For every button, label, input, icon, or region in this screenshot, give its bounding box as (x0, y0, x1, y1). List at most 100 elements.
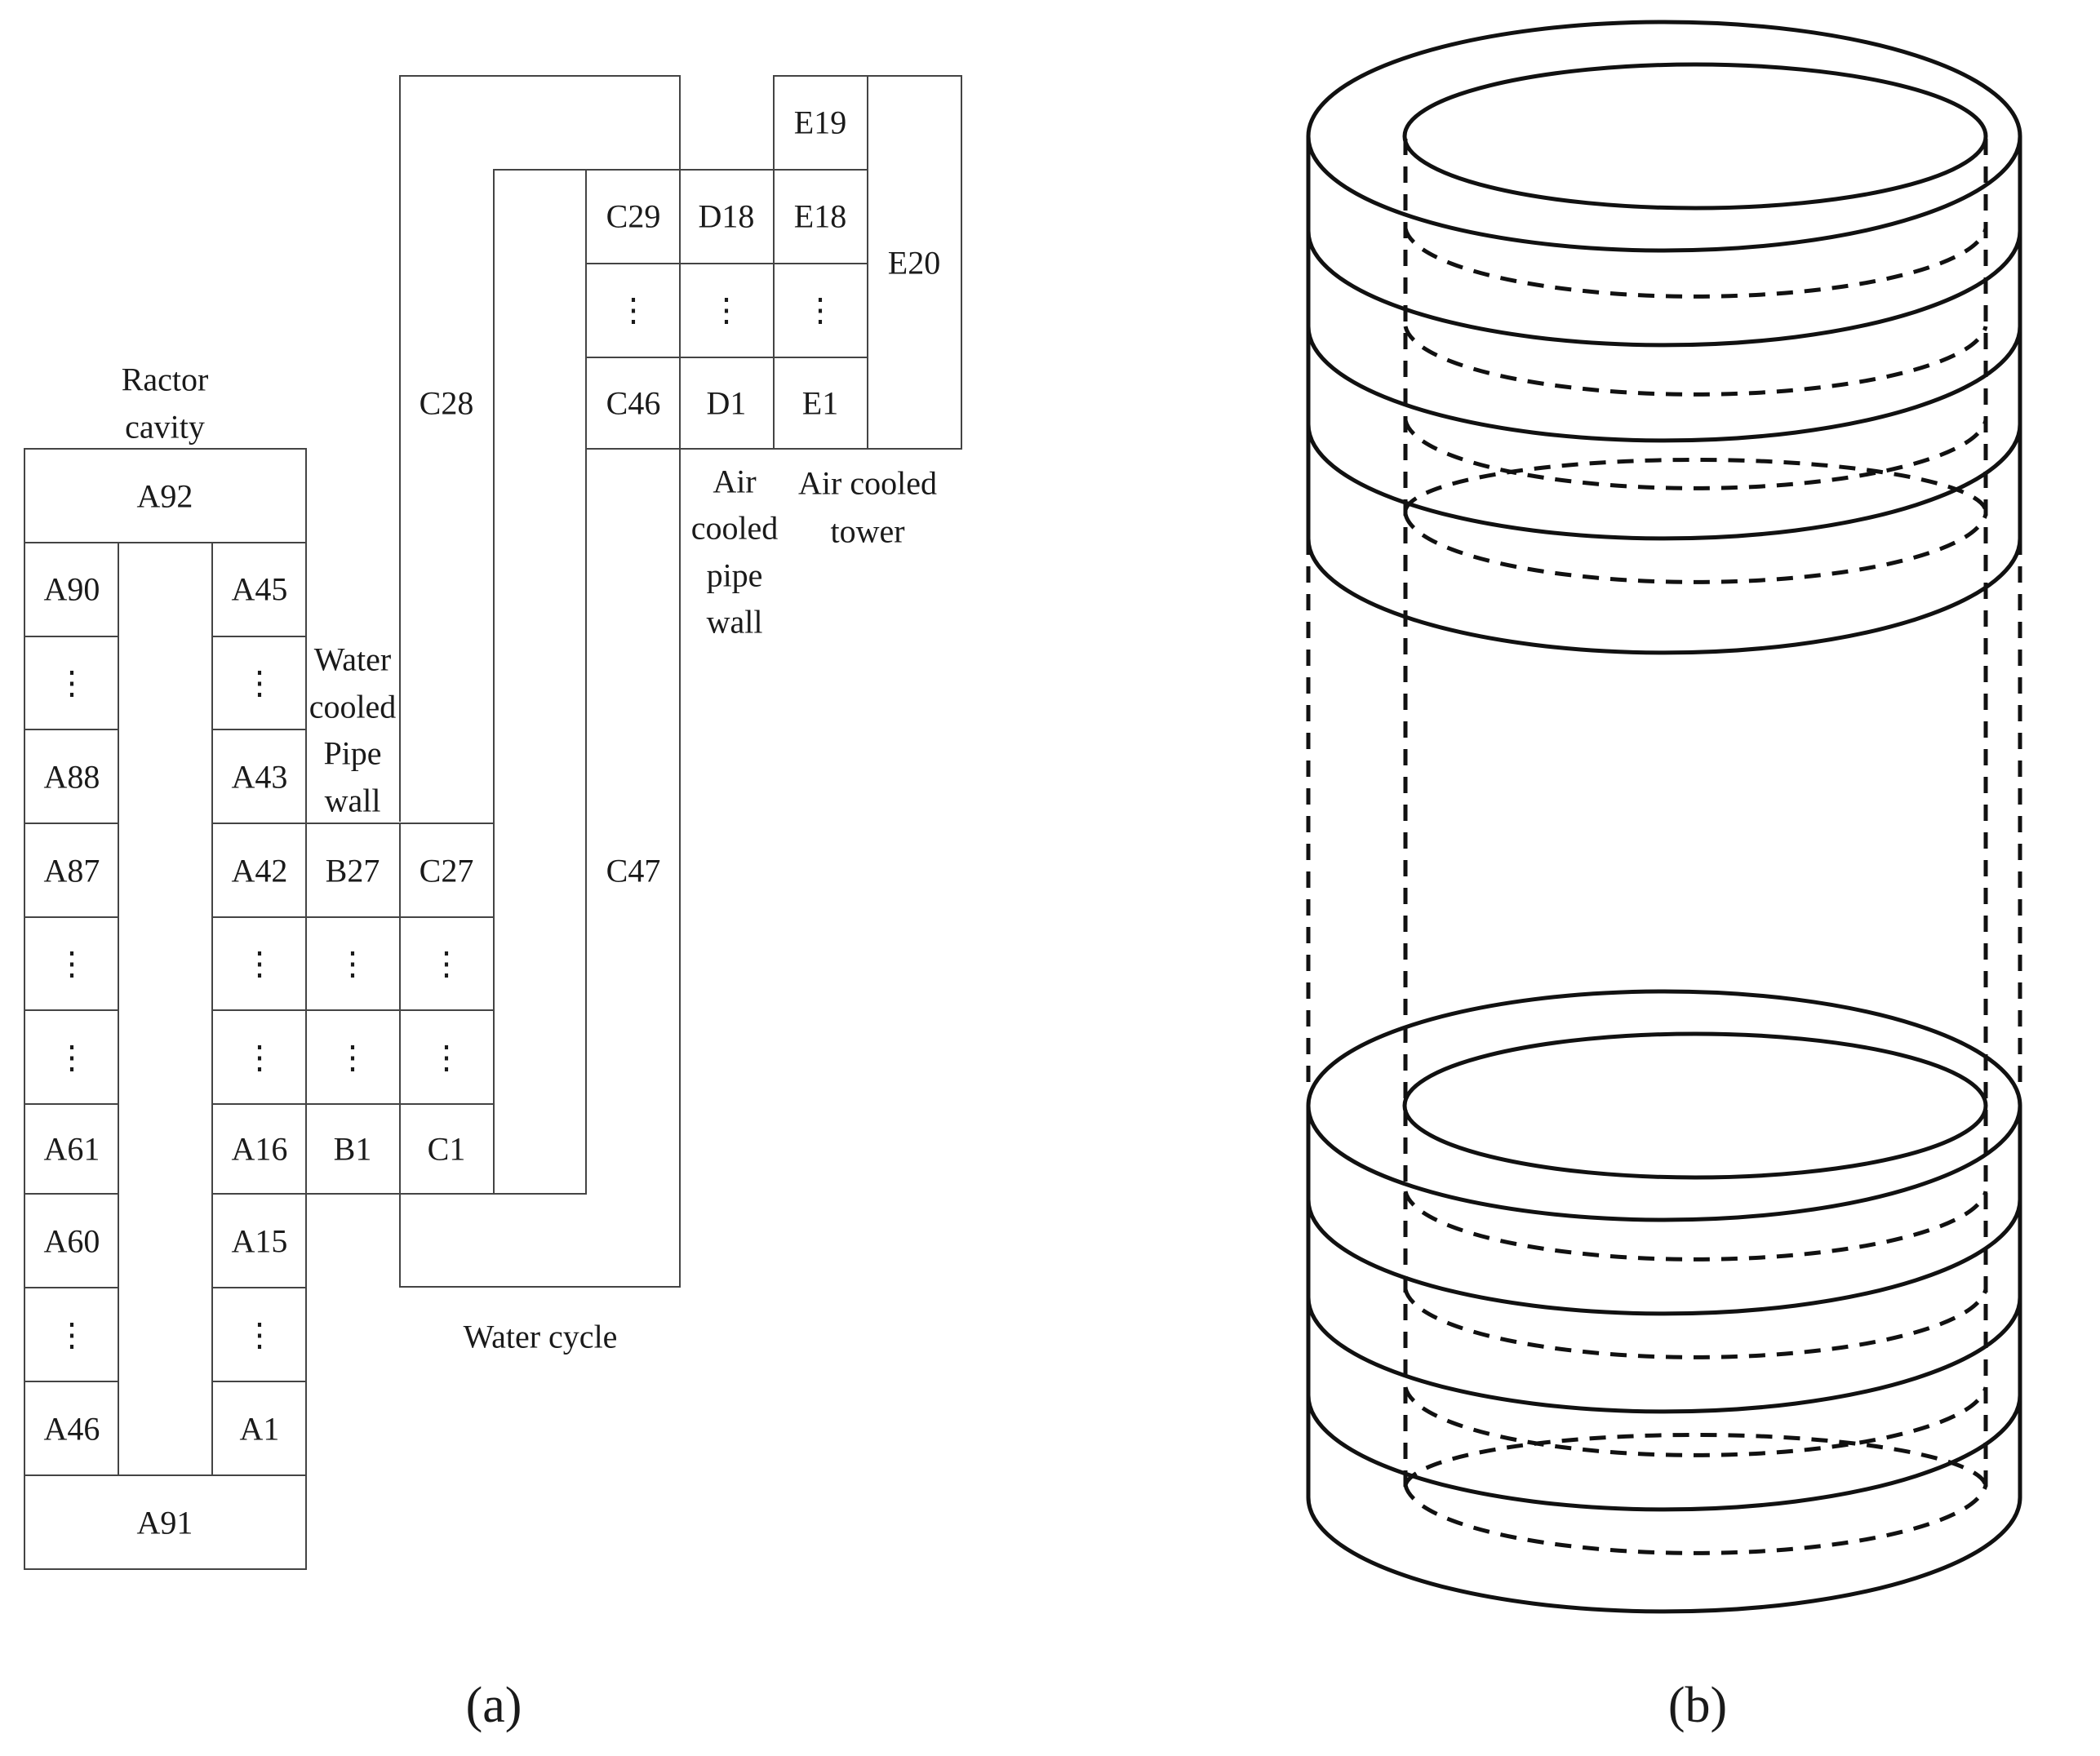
label-ellipsis: ⋮ (430, 1040, 463, 1076)
label-e20: E20 (888, 245, 940, 282)
bottom-ring-stack (1306, 989, 2022, 1614)
label-c47: C47 (606, 853, 661, 889)
label-a43: A43 (232, 759, 288, 796)
top-inner-dashed-3 (1403, 419, 1988, 490)
cell-e18 (773, 169, 868, 264)
label-ellipsis: ⋮ (617, 292, 650, 329)
label-water-cooled-line3: Pipe (323, 735, 381, 772)
label-c28: C28 (420, 385, 474, 422)
label-a46: A46 (44, 1411, 100, 1448)
label-e19: E19 (794, 104, 846, 141)
cell-a90 (24, 542, 119, 637)
cell-a91 (24, 1474, 307, 1570)
cell-ellipsis (211, 1009, 307, 1105)
bottom-stack-outer-top (1306, 989, 2022, 1222)
label-air-cooled-tower-line1: Air cooled (798, 465, 937, 502)
label-ellipsis: ⋮ (243, 665, 276, 702)
label-water-cooled-line4: wall (325, 783, 381, 819)
label-ellipsis: ⋮ (243, 946, 276, 982)
cell-ellipsis (211, 916, 307, 1011)
label-air-cooled-pipe-line2: cooled (691, 510, 779, 547)
label-a16: A16 (232, 1131, 288, 1168)
label-air-cooled-pipe-line1: Air (713, 463, 756, 500)
bottom-inner-dashed-top (1403, 1432, 1988, 1486)
label-ellipsis: ⋮ (804, 292, 837, 329)
label-ellipsis: ⋮ (336, 946, 369, 982)
cell-ellipsis (211, 636, 307, 730)
label-e18: E18 (794, 198, 846, 235)
top-inner-dashed-4 (1403, 513, 1988, 584)
cell-ellipsis (399, 1009, 495, 1105)
cell-ellipsis (305, 1009, 401, 1105)
bottom-inner-dashed-3 (1403, 1386, 1988, 1457)
top-inner-dashed-1 (1403, 228, 1988, 299)
cell-ellipsis (24, 1009, 119, 1105)
label-c1: C1 (428, 1131, 466, 1168)
label-ellipsis: ⋮ (55, 1317, 88, 1354)
label-ellipsis: ⋮ (336, 1040, 369, 1076)
top-stack-inner-top (1402, 62, 1988, 211)
panel-a-node-diagram: A92 A90 ⋮ A88 A87 ⋮ ⋮ A61 A60 ⋮ A46 A91 … (24, 75, 962, 1733)
label-air-cooled-tower-line2: tower (830, 513, 904, 550)
cell-a16 (211, 1103, 307, 1195)
cell-ellipsis (211, 1287, 307, 1382)
label-a92: A92 (137, 478, 193, 515)
cell-a1 (211, 1381, 307, 1476)
label-a90: A90 (44, 571, 100, 608)
label-a15: A15 (232, 1223, 288, 1260)
label-b1: B1 (334, 1131, 372, 1168)
label-ellipsis: ⋮ (55, 665, 88, 702)
cell-a92 (24, 448, 307, 543)
column-c (399, 823, 495, 1195)
column-b (305, 823, 401, 1195)
cell-a61 (24, 1103, 119, 1195)
cell-ellipsis (679, 263, 775, 358)
label-ellipsis: ⋮ (430, 946, 463, 982)
cell-e20 (867, 75, 962, 450)
cell-c29 (585, 169, 681, 264)
label-water-cooled-line2: cooled (309, 689, 397, 725)
label-ellipsis: ⋮ (55, 946, 88, 982)
upper-right-grid (585, 75, 962, 450)
label-air-cooled-pipe-line4: wall (707, 604, 763, 641)
top-stack-outer-top (1306, 20, 2022, 253)
top-ring-band-1 (1306, 230, 2022, 348)
label-water-cycle: Water cycle (464, 1319, 618, 1355)
region-labels: Ractor cavity Water cooled Pipe wall Air… (122, 361, 937, 1355)
label-c46: C46 (606, 385, 661, 422)
cell-ellipsis (24, 916, 119, 1011)
cell-a45 (211, 542, 307, 637)
label-c27: C27 (420, 853, 474, 889)
bottom-ring-band-4 (1306, 1497, 2022, 1614)
top-ring-band-4 (1306, 538, 2022, 655)
label-d18: D18 (699, 198, 755, 235)
cell-c1 (399, 1103, 495, 1195)
label-air-cooled-pipe-line3: pipe (707, 557, 763, 594)
label-ellipsis: ⋮ (243, 1317, 276, 1354)
top-ring-stack (1306, 20, 2022, 655)
cell-ellipsis (305, 916, 401, 1011)
label-ellipsis: ⋮ (243, 1040, 276, 1076)
caption-a: (a) (466, 1678, 522, 1733)
top-ring-band-3 (1306, 423, 2022, 541)
bottom-inner-dashed-2 (1403, 1288, 1988, 1359)
label-reactor-cavity-line2: cavity (125, 409, 205, 446)
label-a45: A45 (232, 571, 288, 608)
bottom-ring-band-2 (1306, 1297, 2022, 1414)
cell-b1 (305, 1103, 401, 1195)
water-cycle-inner-loop (493, 169, 587, 1195)
top-ring-band-2 (1306, 326, 2022, 443)
cell-a42 (211, 823, 307, 918)
label-a42: A42 (232, 853, 288, 889)
label-ellipsis: ⋮ (55, 1040, 88, 1076)
label-water-cooled-line1: Water (314, 641, 392, 678)
label-a88: A88 (44, 759, 100, 796)
label-a1: A1 (240, 1411, 280, 1448)
cell-ellipsis (399, 916, 495, 1011)
column-a-left (24, 542, 119, 1476)
water-cycle-outer-loop (399, 75, 681, 1288)
label-a91: A91 (137, 1505, 193, 1541)
cell-labels: A92 A90 ⋮ A88 A87 ⋮ ⋮ A61 A60 ⋮ A46 A91 … (44, 104, 941, 1541)
cell-c46 (585, 357, 681, 450)
